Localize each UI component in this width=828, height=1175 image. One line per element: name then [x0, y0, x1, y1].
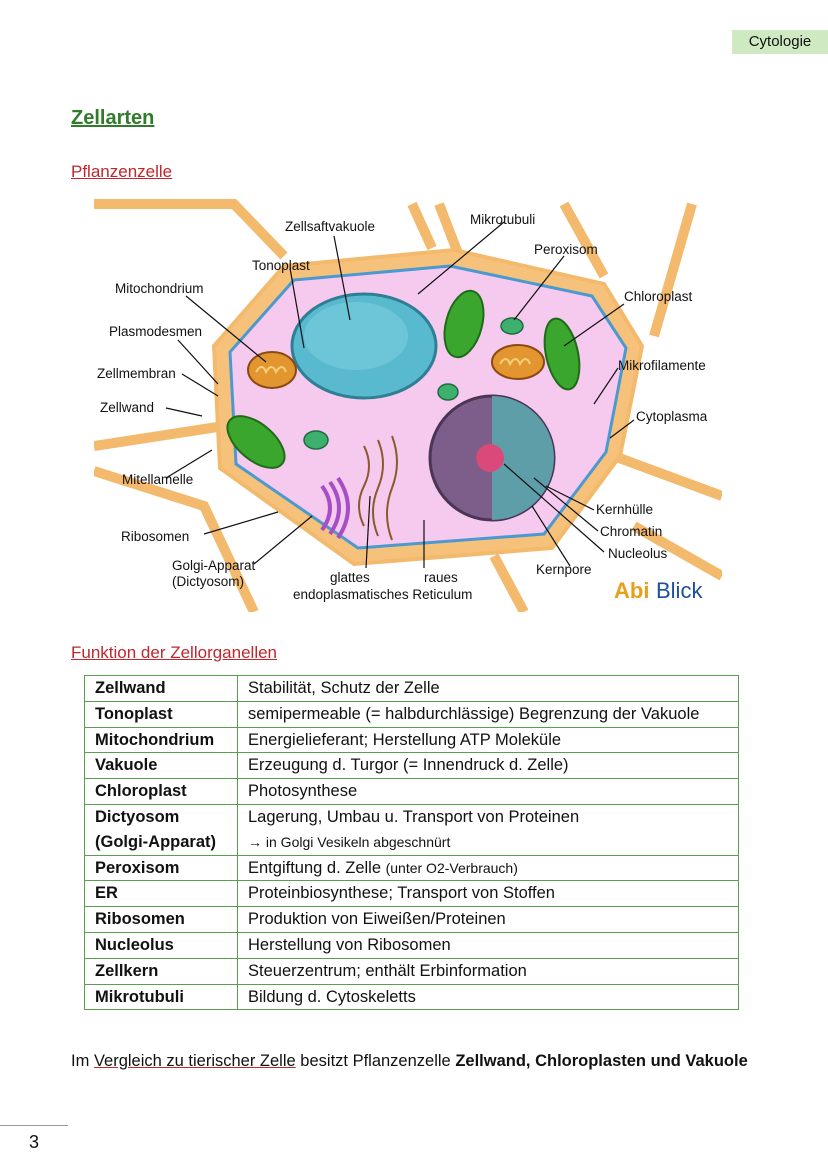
label-mikrofilamente: Mikrofilamente — [618, 358, 706, 373]
label-golgi: Golgi-Apparat — [172, 558, 256, 573]
label-dictyosom: (Dictyosom) — [172, 574, 244, 589]
label-nucleolus: Nucleolus — [608, 546, 668, 561]
organelle-name: Mikrotubuli — [84, 983, 238, 1011]
organelle-name: Zellkern — [84, 957, 238, 985]
organelle-name: Chloroplast — [84, 778, 238, 805]
organelle-function: semipermeable (= halbdurchlässige) Begre… — [237, 700, 739, 728]
label-zellwand: Zellwand — [100, 400, 154, 415]
organelle-function: Stabilität, Schutz der Zelle — [237, 675, 739, 702]
comparison-highlight: Zellwand, Chloroplasten und Vakuole — [455, 1052, 748, 1070]
section-heading-functions: Funktion der Zellorganellen — [71, 643, 278, 662]
organelle-function: Energielieferant; Herstellung ATP Molekü… — [237, 726, 739, 754]
organelle-name: Tonoplast — [84, 700, 238, 728]
chloroplast-shapes — [226, 289, 581, 469]
page-number: 3 — [29, 1132, 40, 1152]
header-tag: Cytologie — [732, 30, 828, 54]
page-title: Zellarten — [71, 107, 155, 129]
organelle-name: Zellwand — [84, 675, 238, 702]
label-tonoplast: Tonoplast — [252, 258, 310, 273]
organelle-name: Nucleolus — [84, 931, 238, 959]
plant-cell-diagram: Zellsaftvakuole Mikrotubuli Peroxisom To… — [94, 196, 722, 612]
organelle-name: Mitochondrium — [84, 726, 238, 754]
label-kernhuelle: Kernhülle — [596, 502, 653, 517]
organelle-function: Lagerung, Umbau u. Transport von Protein… — [237, 803, 739, 856]
comparison-link-text: Vergleich zu tierischer Zelle — [93, 1052, 296, 1070]
label-mitochondrium: Mitochondrium — [115, 281, 204, 296]
organelle-function: Bildung d. Cytoskeletts — [237, 983, 739, 1011]
golgi-shape — [320, 476, 350, 540]
organelle-function: Photosynthese — [237, 778, 739, 805]
logo-abi: Abi — [614, 578, 649, 603]
label-plasmodesmen: Plasmodesmen — [109, 324, 202, 339]
page-number-rule — [0, 1125, 68, 1126]
label-kernpore: Kernpore — [536, 562, 592, 577]
organelle-function: Produktion von Eiweißen/Proteinen — [237, 906, 739, 933]
organelle-name: ER — [84, 880, 238, 908]
organelle-function: Herstellung von Ribosomen — [237, 931, 739, 959]
label-cytoplasma: Cytoplasma — [636, 409, 708, 424]
organelle-name: Peroxisom — [84, 854, 238, 882]
leader-lines — [165, 221, 635, 569]
organelle-name: Vakuole — [84, 752, 238, 780]
mitochondrium-shape — [247, 351, 297, 389]
organelle-name: Ribosomen — [84, 906, 238, 933]
organelle-function: Entgiftung d. Zelle (unter O2-Verbrauch) — [237, 854, 739, 882]
neighbor-walls — [94, 199, 722, 612]
organelle-function: Erzeugung d. Turgor (= Innendruck d. Zel… — [237, 752, 739, 780]
section-heading-plant: Pflanzenzelle — [71, 162, 173, 181]
logo-blick: Blick — [656, 578, 703, 603]
table-row: Dictyosom(Golgi-Apparat)Lagerung, Umbau … — [84, 803, 739, 856]
label-chromatin: Chromatin — [600, 524, 662, 539]
label-glattes: glattes — [330, 570, 370, 585]
label-ribosomen: Ribosomen — [121, 529, 189, 544]
label-er: endoplasmatisches Reticulum — [293, 587, 472, 602]
label-peroxisom: Peroxisom — [534, 242, 598, 257]
organelle-name: Dictyosom(Golgi-Apparat) — [84, 803, 238, 856]
organelle-function: Steuerzentrum; enthält Erbinformation — [237, 957, 739, 985]
label-zellmembran: Zellmembran — [97, 366, 176, 381]
label-mikrotubuli: Mikrotubuli — [470, 212, 535, 227]
label-zellsaftvakuole: Zellsaftvakuole — [285, 219, 375, 234]
er-shape — [358, 435, 398, 541]
organelle-function: Proteinbiosynthese; Transport von Stoffe… — [237, 880, 739, 908]
comparison-note: Im Vergleich zu tierischer Zelle besitzt… — [71, 1052, 748, 1070]
label-raues: raues — [424, 570, 458, 585]
label-chloroplast: Chloroplast — [624, 289, 693, 304]
label-mitellamelle: Mitellamelle — [122, 472, 193, 487]
